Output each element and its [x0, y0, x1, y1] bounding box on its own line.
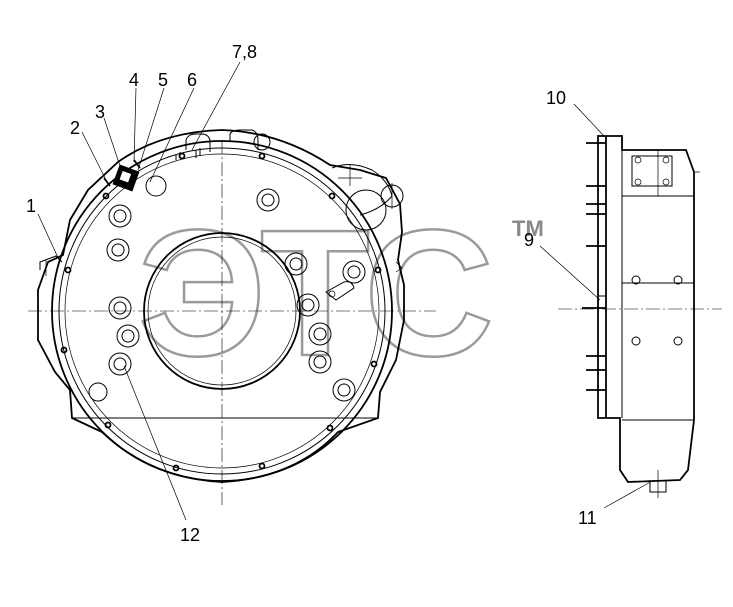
- bracket-pin: [328, 290, 336, 298]
- side-view: [558, 135, 722, 498]
- small-bracket: [325, 281, 355, 301]
- side-hole-4: [673, 336, 683, 346]
- leader-11: [603, 479, 655, 509]
- top-boss-left: [185, 133, 211, 152]
- top-boss-right: [229, 129, 259, 150]
- sensor-plug-assembly: [103, 159, 167, 197]
- callout-10: 10: [546, 88, 566, 108]
- top-boss-hole: [253, 133, 271, 151]
- watermark-text: ЭТС: [138, 193, 490, 394]
- leader-5: [137, 87, 165, 171]
- rim-step: [64, 153, 380, 469]
- leader-lines: [37, 61, 655, 521]
- leader-3: [103, 117, 123, 173]
- watermark-logo: ЭТС TM: [137, 192, 544, 396]
- leader-78: [191, 61, 241, 151]
- side-hole-2: [673, 275, 683, 285]
- leader-10: [573, 103, 605, 137]
- side-hole-1: [631, 275, 641, 285]
- central-bore-chamfer: [147, 236, 297, 386]
- callout-5: 5: [158, 70, 168, 90]
- leader-2: [81, 131, 107, 181]
- callout-7-8: 7,8: [232, 42, 257, 62]
- central-bore: [143, 232, 301, 390]
- callout-2: 2: [70, 118, 80, 138]
- marker-ticks: [175, 148, 201, 160]
- leader-4: [133, 87, 137, 163]
- callout-3: 3: [95, 102, 105, 122]
- callout-11: 11: [578, 508, 597, 528]
- front-view: [28, 129, 436, 505]
- face-bolt-holes: [88, 188, 366, 402]
- callout-1: 1: [26, 196, 36, 216]
- flange-studs: [582, 142, 607, 391]
- leader-1: [37, 213, 61, 263]
- rim-fasteners: [60, 152, 382, 472]
- watermark-trademark: TM: [512, 216, 544, 241]
- starter-boss-circle: [345, 189, 387, 231]
- callout-6: 6: [187, 70, 197, 90]
- callout-4: 4: [129, 70, 139, 90]
- callout-labels: 1 2 3 4 5 6 7,8 9 10 11 12: [26, 42, 597, 545]
- right-notch: [395, 261, 403, 273]
- callout-12: 12: [180, 525, 200, 545]
- sensor-bolt-left: [103, 177, 111, 187]
- callout-9: 9: [524, 230, 534, 250]
- sensor-plug: [145, 175, 167, 197]
- side-hole-3: [631, 336, 641, 346]
- starter-square: [631, 155, 673, 187]
- leader-9: [539, 245, 601, 301]
- sensor-side: [597, 295, 607, 309]
- outer-rim: [51, 140, 393, 482]
- leader-12: [123, 365, 187, 521]
- leader-6: [149, 87, 195, 183]
- starter-boss-outline: [331, 164, 393, 216]
- sensor-window: [118, 169, 133, 184]
- inner-rim: [58, 147, 386, 475]
